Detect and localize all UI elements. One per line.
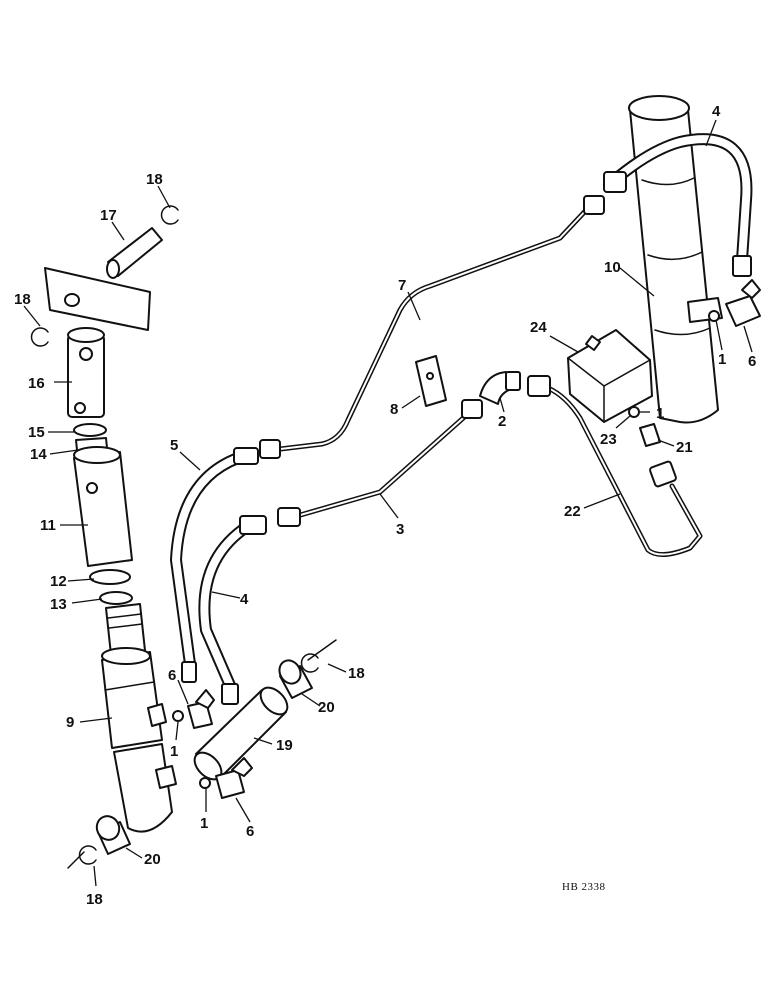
part-10-cylinder [628, 95, 723, 424]
part-6-elbow-lower [199, 757, 253, 799]
callout-10: 10 [604, 259, 621, 276]
part-8-clip [415, 355, 447, 407]
part-18-snap-ring-top [160, 205, 179, 225]
callout-17: 17 [100, 207, 117, 224]
part-4-hose-left [198, 515, 267, 705]
clevis-bracket [44, 267, 151, 331]
part-15-ring [73, 423, 107, 437]
part-16-rod-end [67, 327, 105, 418]
callout-18: 18 [146, 171, 163, 188]
part-5-hose [170, 447, 259, 683]
callout-8: 8 [390, 401, 398, 418]
callout-1: 1 [656, 405, 664, 422]
callout-22: 22 [564, 503, 581, 520]
part-22-line [527, 375, 703, 557]
part-6-elbow-right [725, 279, 761, 327]
callout-14: 14 [30, 446, 47, 463]
callout-20: 20 [318, 699, 335, 716]
part-18-snap-ring-left [30, 327, 49, 347]
part-19-shaft [193, 686, 289, 781]
part-20-bushing-lower [95, 815, 131, 855]
callout-6: 6 [168, 667, 176, 684]
callout-18: 18 [86, 891, 103, 908]
callout-15: 15 [28, 424, 45, 441]
callout-21: 21 [676, 439, 693, 456]
callout-6: 6 [748, 353, 756, 370]
callout-16: 16 [28, 375, 45, 392]
part-17-pin [106, 227, 163, 279]
callout-20: 20 [144, 851, 161, 868]
part-13-ring [99, 591, 133, 605]
part-21-fitting [639, 423, 677, 488]
callout-23: 23 [600, 431, 617, 448]
part-24-valve [567, 329, 653, 423]
callout-6: 6 [246, 823, 254, 840]
part-2-elbow [479, 371, 521, 405]
callout-1: 1 [170, 743, 178, 760]
callout-4: 4 [712, 103, 721, 120]
callout-18: 18 [348, 665, 365, 682]
callout-labels: 18 17 18 16 15 14 11 12 13 9 5 7 8 3 4 4… [14, 103, 756, 908]
callout-24: 24 [530, 319, 547, 336]
part-18-snap-ring-bottom [78, 845, 97, 865]
part-7-line [259, 195, 605, 459]
leader-lines [23, 119, 753, 887]
callout-12: 12 [50, 573, 67, 590]
part-1-oring-right [708, 310, 720, 322]
part-9-cylinder-base [101, 647, 167, 749]
callout-9: 9 [66, 714, 74, 731]
callout-1: 1 [200, 815, 208, 832]
part-18-snap-ring-right [300, 653, 319, 673]
callout-11: 11 [40, 517, 56, 534]
part-6-elbow-upper [172, 689, 215, 729]
part-3-line [277, 399, 483, 527]
part-12-ring [89, 569, 131, 585]
part-23-seal [628, 406, 640, 418]
drawing-code: HB 2338 [562, 881, 606, 893]
callout-5: 5 [170, 437, 178, 454]
callout-13: 13 [50, 596, 67, 613]
callout-3: 3 [396, 521, 404, 538]
callout-1: 1 [718, 351, 726, 368]
callout-2: 2 [498, 413, 506, 430]
part-11-barrel [73, 446, 133, 567]
lower-clevis [113, 743, 177, 833]
part-20-bushing-upper [278, 659, 313, 699]
callout-7: 7 [398, 277, 406, 294]
callout-19: 19 [276, 737, 293, 754]
part-4-hose-right [603, 133, 753, 277]
callout-4: 4 [240, 591, 249, 608]
callout-18: 18 [14, 291, 31, 308]
